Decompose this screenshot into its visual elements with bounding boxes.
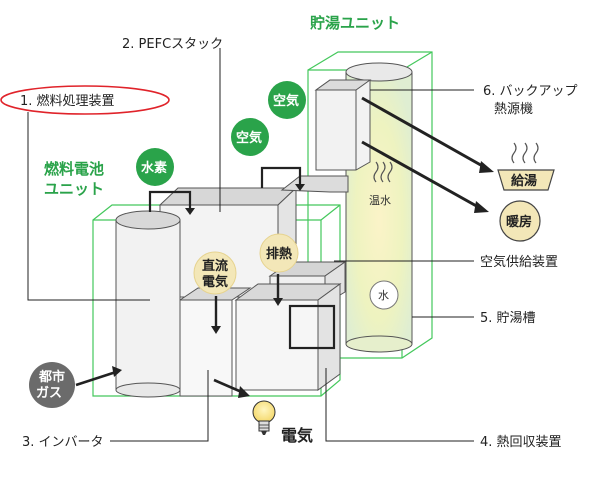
electricity-label: 電気 bbox=[281, 426, 313, 445]
city-gas-bubble bbox=[29, 362, 75, 408]
hydrogen-flow-arrow bbox=[148, 190, 192, 212]
heat-recovery-label: 4. 熱回収装置 bbox=[480, 435, 562, 450]
backup-label-line2: 熱源機 bbox=[494, 102, 533, 117]
exhaust-heat-label: 排熱 bbox=[266, 246, 292, 262]
hot-water-supply-arrowhead bbox=[479, 161, 494, 173]
fuel-cell-unit-title-line1: 燃料電池 bbox=[44, 160, 104, 178]
air-bubble-2 bbox=[231, 118, 269, 156]
light-bulb-icon bbox=[252, 400, 276, 435]
hydrogen-bubble bbox=[136, 148, 174, 186]
air-label-2: 空気 bbox=[236, 130, 262, 146]
heating-arrowhead bbox=[474, 201, 489, 213]
dc-label-line1: 直流 bbox=[202, 258, 228, 274]
hot-water-supply-tag bbox=[497, 142, 555, 191]
air-flow-arrow bbox=[260, 166, 302, 188]
heat-recovery-device bbox=[234, 283, 342, 391]
backup-label-line1: 6. バックアップ bbox=[483, 84, 578, 99]
gas-inlet-arrow bbox=[75, 370, 117, 387]
fuel-processor-highlight bbox=[0, 85, 170, 115]
fuel-cell-unit-title-line2: ユニット bbox=[44, 180, 104, 198]
inverter bbox=[178, 287, 252, 397]
hydrogen-label: 水素 bbox=[141, 160, 167, 176]
exhaust-heat-bubble bbox=[259, 233, 299, 273]
leader-lines bbox=[27, 48, 474, 442]
electricity-out-arrow bbox=[213, 378, 245, 395]
air-label-1: 空気 bbox=[273, 93, 299, 109]
fuel-processor-cylinder bbox=[115, 210, 181, 398]
air-supply-label: 空気供給装置 bbox=[480, 254, 558, 270]
pefc-stack-label: 2. PEFCスタック bbox=[122, 37, 223, 52]
fuel-processor-label: 1. 燃料処理装置 bbox=[20, 93, 115, 109]
electricity-out-arrowhead bbox=[238, 386, 250, 398]
heating-label: 暖房 bbox=[506, 214, 532, 230]
hydrogen-arrowhead bbox=[185, 208, 195, 215]
storage-unit-title: 貯湯ユニット bbox=[310, 14, 400, 32]
water-label: 水 bbox=[378, 289, 389, 302]
backup-heat-source bbox=[314, 79, 372, 171]
air-arrowhead bbox=[295, 184, 305, 191]
exhaust-heat-arrowhead bbox=[273, 298, 283, 306]
heating-tag bbox=[499, 200, 541, 242]
warm-water-steam-icon bbox=[373, 161, 393, 183]
hot-water-steam-icon bbox=[511, 142, 539, 164]
dc-arrowhead bbox=[211, 326, 221, 334]
gas-label-line2: ガス bbox=[36, 386, 62, 401]
storage-tank-label: 5. 貯湯槽 bbox=[480, 311, 536, 326]
inverter-label: 3. インバータ bbox=[22, 435, 104, 450]
heating-arrow bbox=[361, 140, 481, 210]
hot-water-supply-label: 給湯 bbox=[511, 173, 537, 189]
gas-inlet-arrowhead bbox=[112, 366, 122, 377]
dc-label-line2: 電気 bbox=[202, 274, 228, 290]
gas-label-line1: 都市 bbox=[38, 369, 65, 385]
air-bubble-1 bbox=[268, 81, 306, 119]
dc-electricity-bubble bbox=[193, 251, 237, 295]
water-bubble bbox=[369, 280, 399, 310]
hot-water-supply-arrow bbox=[361, 96, 487, 170]
warm-water-label: 温水 bbox=[369, 194, 391, 207]
